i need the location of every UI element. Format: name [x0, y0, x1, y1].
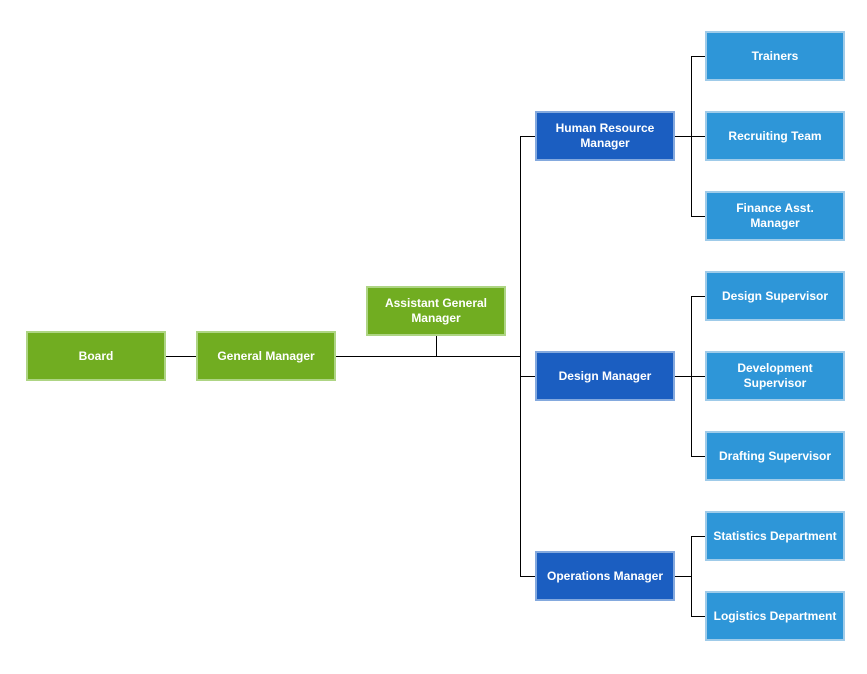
node-board[interactable]: Board — [26, 331, 166, 381]
node-development-supervisor-label: Development Supervisor — [737, 361, 813, 390]
node-design-manager-label: Design Manager — [558, 368, 652, 383]
node-design-manager[interactable]: Design Manager — [535, 351, 675, 401]
node-statistics-department[interactable]: Statistics Department — [705, 511, 845, 561]
node-assistant-general-manager[interactable]: Assistant General Manager — [366, 286, 506, 336]
node-assistant-general-manager-label: Assistant General Manager — [384, 296, 488, 325]
node-design-supervisor-label: Design Supervisor — [721, 288, 829, 303]
node-finance-asst-manager[interactable]: Finance Asst. Manager — [705, 191, 845, 241]
node-operations-manager-label: Operations Manager — [546, 568, 664, 583]
node-statistics-department-label: Statistics Department — [713, 528, 837, 543]
node-logistics-department[interactable]: Logistics Department — [705, 591, 845, 641]
node-recruiting-team-label: Recruiting Team — [728, 128, 822, 143]
node-recruiting-team[interactable]: Recruiting Team — [705, 111, 845, 161]
node-board-label: Board — [78, 348, 114, 363]
node-logistics-department-label: Logistics Department — [713, 608, 837, 623]
node-human-resource-manager[interactable]: Human Resource Manager — [535, 111, 675, 161]
node-trainers-label: Trainers — [751, 48, 799, 63]
node-human-resource-manager-label: Human Resource Manager — [555, 121, 655, 150]
node-trainers[interactable]: Trainers — [705, 31, 845, 81]
node-development-supervisor[interactable]: Development Supervisor — [705, 351, 845, 401]
node-operations-manager[interactable]: Operations Manager — [535, 551, 675, 601]
node-general-manager-label: General Manager — [217, 348, 315, 363]
node-finance-asst-manager-label: Finance Asst. Manager — [736, 201, 814, 230]
node-general-manager[interactable]: General Manager — [196, 331, 336, 381]
node-drafting-supervisor[interactable]: Drafting Supervisor — [705, 431, 845, 481]
node-drafting-supervisor-label: Drafting Supervisor — [718, 448, 832, 463]
node-design-supervisor[interactable]: Design Supervisor — [705, 271, 845, 321]
